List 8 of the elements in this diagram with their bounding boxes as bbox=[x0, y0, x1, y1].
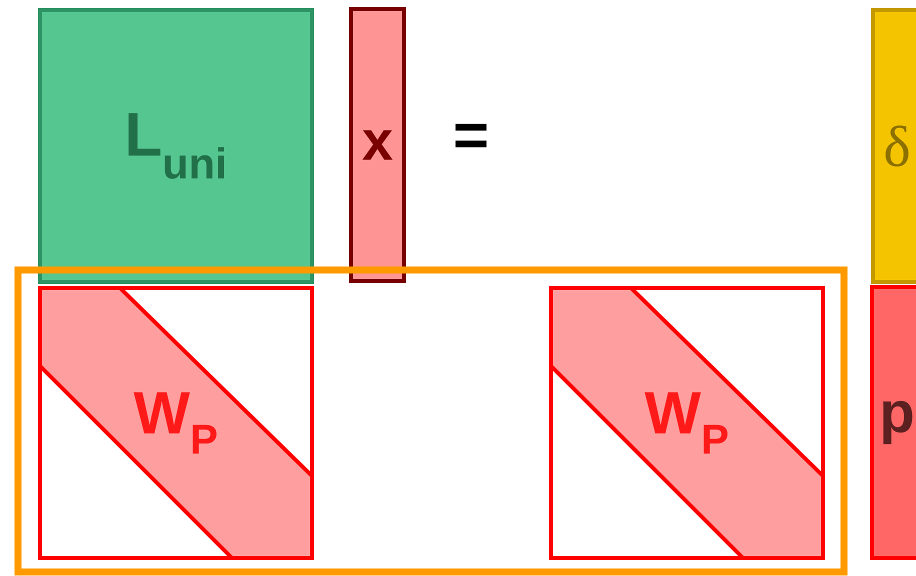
vector-bar: x bbox=[349, 7, 406, 283]
equals-sign: = bbox=[456, 124, 486, 148]
vector-bar: δ bbox=[871, 8, 916, 284]
band-matrix-box: W$_{P}$ bbox=[38, 286, 314, 560]
group-frame bbox=[14, 266, 848, 576]
vector-bar: p bbox=[870, 285, 916, 560]
band-matrix-box: W$_{P}$ bbox=[549, 286, 825, 560]
matrix-box: L$_{uni}$ bbox=[38, 8, 314, 284]
